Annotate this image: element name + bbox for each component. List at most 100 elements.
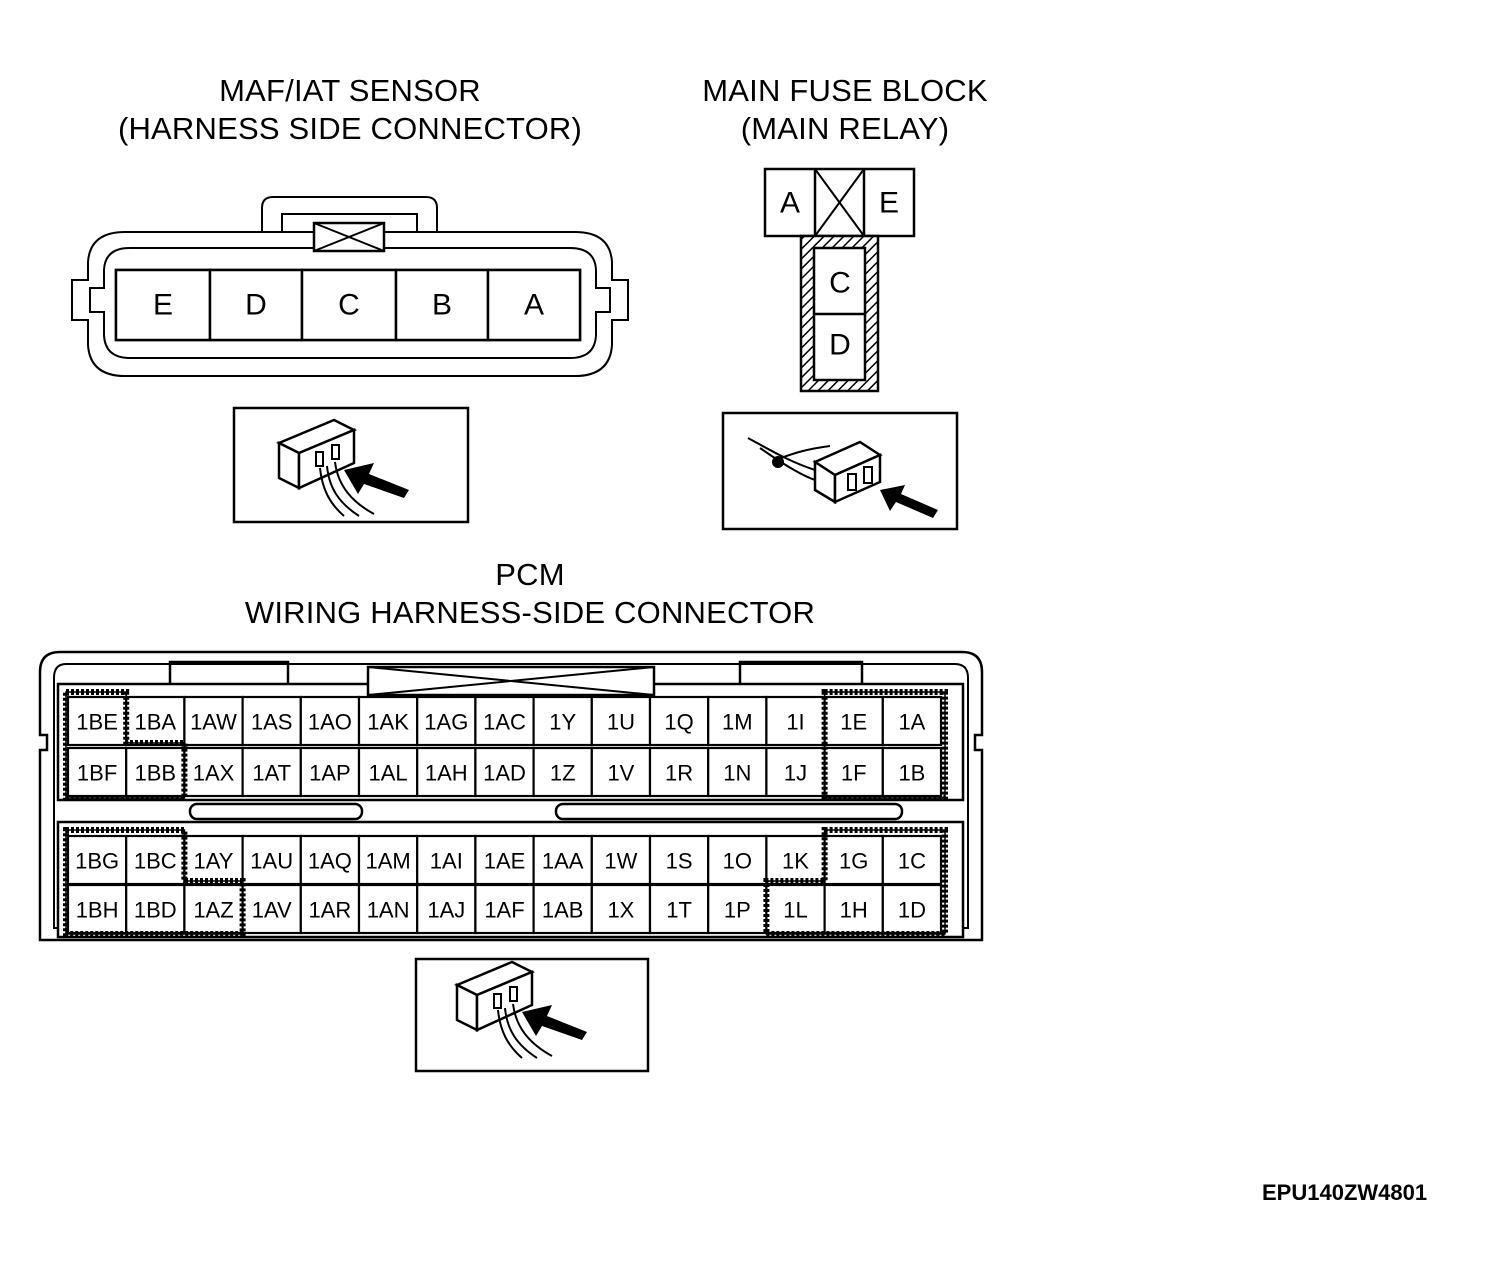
pcm-pin-label: 1AV — [252, 898, 292, 923]
pcm-pin-label: 1AX — [193, 761, 235, 786]
pcm-connector-view-icon — [414, 957, 650, 1073]
main-fuse-block-title: MAIN FUSE BLOCK (MAIN RELAY) — [650, 72, 1040, 148]
pcm-pin-cell — [357, 746, 419, 798]
pcm-pin-label: 1BC — [134, 849, 177, 874]
fuse-pin-label-e: E — [879, 187, 899, 220]
reference-code: EPU140ZW4801 — [1262, 1180, 1428, 1205]
pcm-pin-1az: 1AZ — [183, 883, 244, 935]
pcm-pin-label: 1I — [786, 710, 804, 735]
pcm-pin-label: 1AR — [309, 898, 352, 923]
pcm-pin-1bb: 1BB — [125, 746, 186, 798]
pcm-pin-1ak: 1AK — [357, 695, 419, 747]
pcm-pin-1ax: 1AX — [183, 746, 244, 798]
maf-pin-a: A — [486, 268, 582, 342]
pcm-pin-1ah: 1AH — [416, 746, 477, 798]
pcm-pin-1n: 1N — [707, 746, 768, 798]
pcm-pin-label: 1V — [607, 761, 634, 786]
pcm-pin-label: 1BD — [134, 898, 177, 923]
pcm-pin-1be: 1BE — [66, 695, 128, 747]
pcm-pin-1au: 1AU — [241, 834, 302, 886]
maf-pin-label: E — [153, 289, 173, 322]
main-fuse-block-title-line2: (MAIN RELAY) — [740, 111, 950, 146]
pcm-pin-cell — [707, 883, 768, 935]
pcm-pin-label: 1Y — [549, 710, 576, 735]
pcm-pin-label: 1P — [724, 898, 751, 923]
pcm-pin-label: 1BA — [135, 710, 177, 735]
maf-pin-c: C — [300, 268, 398, 342]
pin-group-highlight-edge — [65, 829, 244, 935]
maf-sensor-title: MAF/IAT SENSOR (HARNESS SIDE CONNECTOR) — [70, 72, 630, 148]
pcm-pin-cell — [707, 834, 768, 886]
pcm-pin-1g: 1G — [823, 834, 884, 886]
pcm-pin-label: 1Q — [664, 710, 693, 735]
pcm-pin-1a: 1A — [881, 695, 943, 747]
pin-group-highlight-edge — [823, 691, 946, 799]
pcm-pin-1am: 1AM — [357, 834, 419, 886]
pcm-pin-label: 1K — [782, 849, 809, 874]
pcm-pin-1q: 1Q — [648, 695, 710, 747]
pcm-pin-label: 1AE — [484, 849, 526, 874]
pcm-pin-label: 1AY — [194, 849, 234, 874]
pcm-pin-1ai: 1AI — [416, 834, 477, 886]
pcm-pin-1ay: 1AY — [183, 834, 244, 886]
pcm-pin-label: 1AF — [484, 898, 524, 923]
pcm-pin-1k: 1K — [765, 834, 826, 886]
maf-pin-e: E — [114, 268, 212, 342]
pcm-pin-1v: 1V — [590, 746, 652, 798]
pcm-pin-cell — [474, 883, 535, 935]
pcm-pin-cell — [707, 695, 768, 747]
pcm-pin-label: 1J — [784, 761, 807, 786]
pcm-pin-cell — [183, 695, 244, 747]
relay-connector-view-icon — [721, 411, 959, 531]
pcm-pin-label: 1G — [839, 849, 868, 874]
pcm-pin-1l: 1L — [765, 883, 826, 935]
fuse-pin-label-a: A — [780, 187, 800, 220]
pcm-pin-label: 1AW — [190, 710, 237, 735]
pcm-pin-cell — [183, 883, 244, 935]
pcm-pin-label: 1A — [898, 710, 925, 735]
pcm-pin-cell — [66, 746, 128, 798]
pcm-pin-label: 1H — [840, 898, 868, 923]
pcm-pin-label: 1R — [665, 761, 693, 786]
pcm-pin-1e: 1E — [823, 695, 884, 747]
connector-view-icon — [232, 406, 470, 524]
pcm-pin-1c: 1C — [881, 834, 943, 886]
main-fuse-block-title-line1: MAIN FUSE BLOCK — [702, 73, 988, 108]
pcm-pin-1ad: 1AD — [474, 746, 535, 798]
pcm-pin-cell — [416, 695, 477, 747]
pcm-pin-label: 1AC — [483, 710, 526, 735]
maf-pin-cell — [300, 268, 398, 342]
pcm-pin-cell — [66, 695, 128, 747]
pcm-pin-cell — [590, 746, 652, 798]
pcm-pin-label: 1S — [666, 849, 693, 874]
pcm-pin-label: 1AH — [425, 761, 468, 786]
pcm-pin-1ba: 1BA — [125, 695, 186, 747]
pcm-title: PCM WIRING HARNESS-SIDE CONNECTOR — [150, 556, 910, 632]
pin-group-highlight-edge — [765, 829, 946, 935]
pcm-pin-cell — [125, 695, 186, 747]
pcm-pin-1t: 1T — [648, 883, 710, 935]
maf-pin-cell — [208, 268, 304, 342]
pcm-pin-1ag: 1AG — [416, 695, 477, 747]
pcm-pin-1av: 1AV — [241, 883, 302, 935]
pcm-pin-1u: 1U — [590, 695, 652, 747]
pcm-pin-1ap: 1AP — [299, 746, 361, 798]
maf-pin-label: B — [432, 289, 452, 322]
pcm-pin-1p: 1P — [707, 883, 768, 935]
pcm-pin-label: 1L — [783, 898, 807, 923]
fuse-pin-label-d: D — [829, 329, 851, 362]
pcm-pin-1aq: 1AQ — [299, 834, 361, 886]
pcm-pin-label: 1M — [722, 710, 753, 735]
pcm-pin-label: 1N — [723, 761, 751, 786]
pcm-pin-1as: 1AS — [241, 695, 302, 747]
pcm-pin-label: 1U — [607, 710, 635, 735]
pcm-pin-label: 1AP — [309, 761, 351, 786]
pcm-pin-cell — [881, 695, 943, 747]
pcm-pin-label: 1AA — [542, 849, 584, 874]
pcm-pin-label: 1C — [898, 849, 926, 874]
pcm-pin-1r: 1R — [648, 746, 710, 798]
pcm-pin-1bf: 1BF — [66, 746, 128, 798]
pcm-pin-cell — [416, 834, 477, 886]
